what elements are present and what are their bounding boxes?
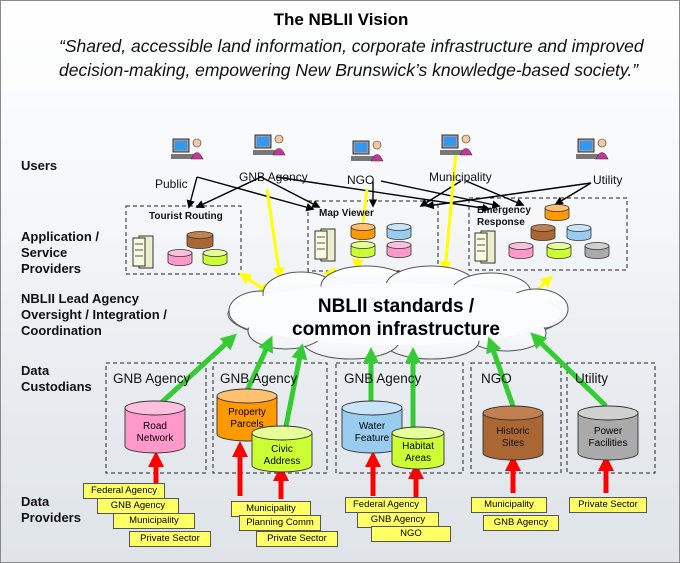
user-label-public: Public [155,177,188,191]
server-icon-tourist [132,235,154,269]
user-label-gnb-agency: GNB Agency [239,170,308,184]
app-database-cylinders [167,204,610,266]
provider-label: Private Sector [256,531,338,547]
user-label-ngo: NGO [347,173,375,187]
provider-label: NGO [371,526,451,542]
custodian-label-3: GNB Agency [344,371,422,386]
user-label-utility: Utility [593,173,623,187]
cloud-label-line-2: common infrastructure [292,319,500,340]
emergency-response-box [468,197,628,271]
user-icon-ngo [351,140,384,162]
row-label-prov-1: Data [21,494,50,509]
row-label-app-1: Application / [21,229,99,244]
tourist-routing-box [125,205,242,275]
row-label-app-2: Service [21,245,68,260]
red-arrows [147,440,615,506]
custodian-label-2: GNB Agency [220,371,298,386]
data-cylinders [124,388,639,473]
green-arrows [159,332,608,431]
row-label-prov-2: Providers [21,510,81,525]
row-label-lead-1: NBLII Lead Agency [21,291,139,306]
app-title-tourist-routing: Tourist Routing [149,211,223,222]
custodian-label-4: NGO [481,371,512,386]
provider-label: Planning Comm [239,515,321,531]
server-icon-emergency [474,230,496,264]
provider-label: GNB Agency [483,515,559,531]
provider-label: Federal Agency [345,497,427,513]
cloud-label-line-1: NBLII standards / [317,296,475,317]
custodian-label-1: GNB Agency [113,371,191,386]
provider-label: Municipality [471,497,547,513]
custodian-box-3 [335,362,464,474]
app-title-emergency-1: Emergency [477,205,531,216]
server-icon-map-viewer [314,228,336,262]
page-title: The NBLII Vision [273,10,409,29]
provider-label: Municipality [113,513,195,529]
custodian-box-5 [566,362,656,474]
provider-label: Private Sector [569,497,647,513]
user-icon-municipality [440,134,473,156]
row-label-app-3: Providers [21,261,81,276]
user-icon-utility [576,138,609,160]
row-label-users: Users [21,158,58,173]
user-icon-public [171,138,204,160]
provider-label: Federal Agency [83,483,165,499]
app-title-emergency-2: Response [477,217,525,228]
provider-label: Private Sector [129,531,211,547]
custodian-box-4 [470,362,562,474]
row-label-lead-3: Coordination [21,323,102,338]
vision-quote: “Shared, accessible land information, co… [59,36,644,80]
row-label-cust-1: Data [21,363,50,378]
user-icon-gnb-agency [253,134,286,156]
custodian-label-5: Utility [575,371,608,386]
row-label-cust-2: Custodians [21,379,92,394]
user-arrows [186,176,592,213]
row-label-lead-2: Oversight / Integration / [21,307,167,322]
provider-label: GNB Agency [97,498,179,514]
user-label-municipality: Municipality [429,170,492,184]
app-title-map-viewer: Map Viewer [319,208,374,219]
custodian-box-2 [212,362,328,474]
